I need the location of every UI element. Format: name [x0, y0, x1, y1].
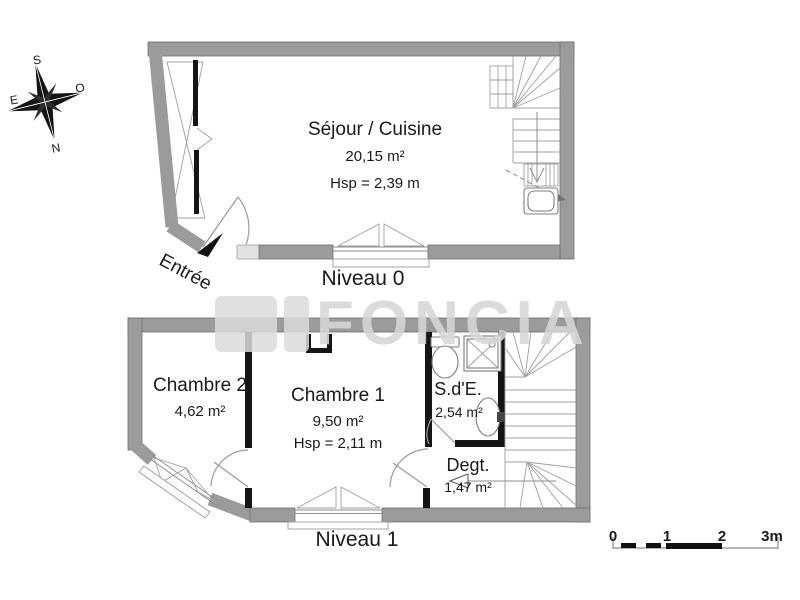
compass-rose-icon: S O E N [7, 52, 86, 156]
toilet [430, 336, 460, 379]
level1-window-sill [287, 521, 389, 530]
room-hsp-chambre1: Hsp = 2,11 m [294, 435, 383, 452]
level1-plan: Chambre 2 4,62 m² Chambre 1 9,50 m² Hsp … [127, 317, 591, 551]
watermark: FONCIA [215, 289, 590, 358]
level0-right-wall [559, 41, 575, 260]
door-sde [426, 418, 456, 445]
room-label-degt: Degt. [446, 455, 489, 475]
scale-tick-1: 1 [663, 528, 671, 545]
partition-sde-degt [455, 440, 503, 447]
compass-north-label: N [51, 140, 62, 155]
level1-label: Niveau 1 [316, 528, 399, 551]
level0-top-wall [147, 41, 575, 57]
level1-chamfer-window-sill [138, 465, 211, 519]
level0-chamfer-wall [166, 220, 206, 253]
room-area-sde: 2,54 m² [435, 404, 483, 420]
level1-chamfer-window [138, 454, 219, 519]
level0-bottom-wall-right [427, 244, 561, 260]
room-area-chambre1: 9,50 m² [313, 413, 364, 430]
level1-chamfer-wall [207, 492, 258, 523]
level1-stairs [448, 331, 577, 509]
level0-bottom-wall-left [258, 244, 334, 260]
compass-south-label: S [32, 52, 42, 67]
scale-tick-2: 2 [718, 528, 726, 545]
room-hsp-sejour-cuisine: Hsp = 2,39 m [330, 175, 420, 192]
level1-bottom-wall-left [249, 507, 296, 523]
room-label-chambre2: Chambre 2 [153, 375, 247, 396]
washbasin [475, 397, 504, 437]
level0-entrance-door [202, 196, 250, 248]
level0-left-wall [148, 48, 179, 228]
stair-direction-arrow-icon [448, 473, 469, 489]
faucet [497, 412, 504, 422]
level0-stairs [489, 55, 566, 215]
window-frame-bar [193, 60, 198, 126]
room-area-degt: 1,47 m² [444, 479, 492, 495]
entrance-arrow-icon [197, 233, 223, 257]
room-label-chambre1: Chambre 1 [291, 385, 385, 406]
level1-window [287, 486, 389, 530]
level0-window-sill [332, 258, 430, 268]
scale-bar: 0 1 2 3m [609, 528, 783, 549]
watermark-logo-block [284, 296, 309, 352]
room-label-sde: S.d'E. [434, 379, 481, 399]
level1-bottom-wall-right [381, 507, 591, 523]
partition-sde-stairs [498, 332, 505, 447]
entrance-label: Entrée [156, 250, 215, 295]
level0-window [332, 223, 430, 268]
door-chambre1-degt [389, 448, 429, 488]
partition-chambre1-sde [425, 332, 432, 447]
room-label-sejour-cuisine: Séjour / Cuisine [308, 119, 442, 140]
door-chambre2 [210, 449, 249, 488]
partition-stub [423, 488, 430, 508]
stair-direction-arrow-icon [529, 167, 545, 184]
shower [463, 335, 502, 372]
partition-chambre2-chambre1 [245, 332, 252, 448]
partition-stub [245, 488, 252, 508]
level0-french-window [166, 60, 213, 219]
level0-stair-hatch [523, 163, 559, 187]
level0-plan: Entrée [147, 41, 575, 295]
window-frame-bar [194, 150, 199, 214]
watermark-text: FONCIA [316, 289, 590, 358]
compass-west-label: O [74, 80, 86, 95]
level1-chamfer-stub [129, 439, 157, 465]
level1-left-wall [127, 317, 143, 451]
scale-tick-3: 3m [761, 528, 783, 545]
compass-east-label: E [9, 92, 19, 107]
level0-door-landing [236, 244, 262, 260]
room-area-sejour-cuisine: 20,15 m² [345, 148, 404, 165]
kitchen-sink [523, 187, 559, 215]
room-area-chambre2: 4,62 m² [175, 403, 226, 420]
level0-label: Niveau 0 [322, 267, 405, 290]
watermark-logo-block [215, 296, 277, 352]
scale-tick-0: 0 [609, 528, 617, 545]
